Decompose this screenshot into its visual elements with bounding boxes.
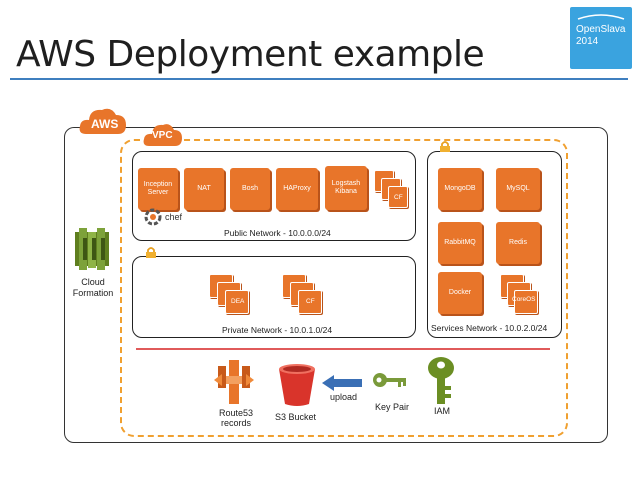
aws-cloud-badge: AWS <box>78 104 128 136</box>
chef-label: chef <box>165 212 183 222</box>
kibana-label: Kibana <box>335 188 357 195</box>
chef-icon <box>144 208 162 226</box>
cloudformation-label: Cloud Formation <box>68 277 118 300</box>
mongodb-node[interactable]: MongoDB <box>438 168 482 210</box>
route53-label-line1: Route53 <box>218 408 254 418</box>
logo-year: 2014 <box>576 36 599 47</box>
upload-label: upload <box>330 392 358 402</box>
private-network-subnet <box>132 256 416 338</box>
upload-arrow-icon <box>322 375 362 391</box>
public-network-label: Public Network - 10.0.0.0/24 <box>224 228 331 238</box>
docker-node[interactable]: Docker <box>438 272 482 314</box>
coreos-label: CoreOS <box>512 296 536 303</box>
logo-swoosh-icon <box>577 14 625 20</box>
key-pair-label: Key Pair <box>375 402 410 412</box>
vpc-badge-label: VPC <box>152 130 173 141</box>
s3-bucket-label: S3 Bucket <box>275 412 317 422</box>
public-cf-label: CF <box>394 194 403 201</box>
dea-label: DEA <box>231 298 245 305</box>
aws-cloud-boundary <box>64 127 608 443</box>
iam-key-icon <box>428 357 454 404</box>
private-cf-stack[interactable]: CF <box>282 274 326 314</box>
cloudformation-label-line2: Formation <box>72 288 114 299</box>
rabbitmq-label: RabbitMQ <box>444 238 476 246</box>
redis-node[interactable]: Redis <box>496 222 540 264</box>
dea-instance-3 <box>225 290 249 314</box>
haproxy-label: HAProxy <box>283 184 311 192</box>
services-lock-icon <box>440 141 450 152</box>
coreos-stack[interactable]: CoreOS <box>500 274 544 314</box>
s3-bucket-icon <box>279 364 315 406</box>
private-cf-instance-3 <box>298 290 322 314</box>
cloudformation-label-line1: Cloud <box>81 277 105 287</box>
vpc-cloud-icon <box>143 124 182 146</box>
bosh-label: Bosh <box>242 184 258 192</box>
inception-server-label-line1: Inception <box>143 180 173 188</box>
vpc-cloud-badge: VPC <box>142 120 184 148</box>
separator-line <box>136 348 550 350</box>
vpc-boundary <box>120 139 568 437</box>
aws-cloud-icon <box>79 108 126 134</box>
nat-label: NAT <box>197 184 211 192</box>
openslava-logo: OpenSlava 2014 <box>570 7 632 69</box>
route53-label: Route53 records <box>208 408 264 428</box>
key-pair-icon <box>373 373 406 387</box>
public-network-subnet <box>132 151 416 241</box>
mongodb-label: MongoDB <box>444 184 476 192</box>
cf-instance-3 <box>388 186 408 208</box>
logstash-label: Logstash <box>331 179 361 187</box>
inception-server-label-line2: Server <box>147 189 169 196</box>
aws-badge-label: AWS <box>91 117 119 131</box>
services-network-subnet <box>427 151 562 338</box>
nat-node[interactable]: NAT <box>184 168 224 210</box>
public-cf-stack[interactable]: CF <box>374 170 410 210</box>
mysql-node[interactable]: MySQL <box>496 168 540 210</box>
private-network-label: Private Network - 10.0.1.0/24 <box>222 325 333 335</box>
iam-label: IAM <box>434 406 451 416</box>
private-lock-icon <box>146 247 156 258</box>
slide-title: AWS Deployment example <box>16 34 485 75</box>
bosh-node[interactable]: Bosh <box>230 168 270 210</box>
docker-label: Docker <box>448 288 472 296</box>
haproxy-node[interactable]: HAProxy <box>276 168 318 210</box>
title-underline <box>10 78 628 80</box>
logo-name: OpenSlava <box>576 24 626 35</box>
mysql-label: MySQL <box>506 184 530 192</box>
coreos-instance-3 <box>514 290 538 314</box>
cloudformation-icon <box>74 226 110 272</box>
rabbitmq-node[interactable]: RabbitMQ <box>438 222 482 264</box>
dea-stack[interactable]: DEA <box>209 274 253 314</box>
route53-label-line2: records <box>220 418 251 428</box>
services-network-label: Services Network - 10.0.2.0/24 <box>431 323 548 333</box>
redis-label: Redis <box>509 238 527 246</box>
private-cf-label: CF <box>306 298 315 305</box>
route53-icon <box>214 360 254 404</box>
